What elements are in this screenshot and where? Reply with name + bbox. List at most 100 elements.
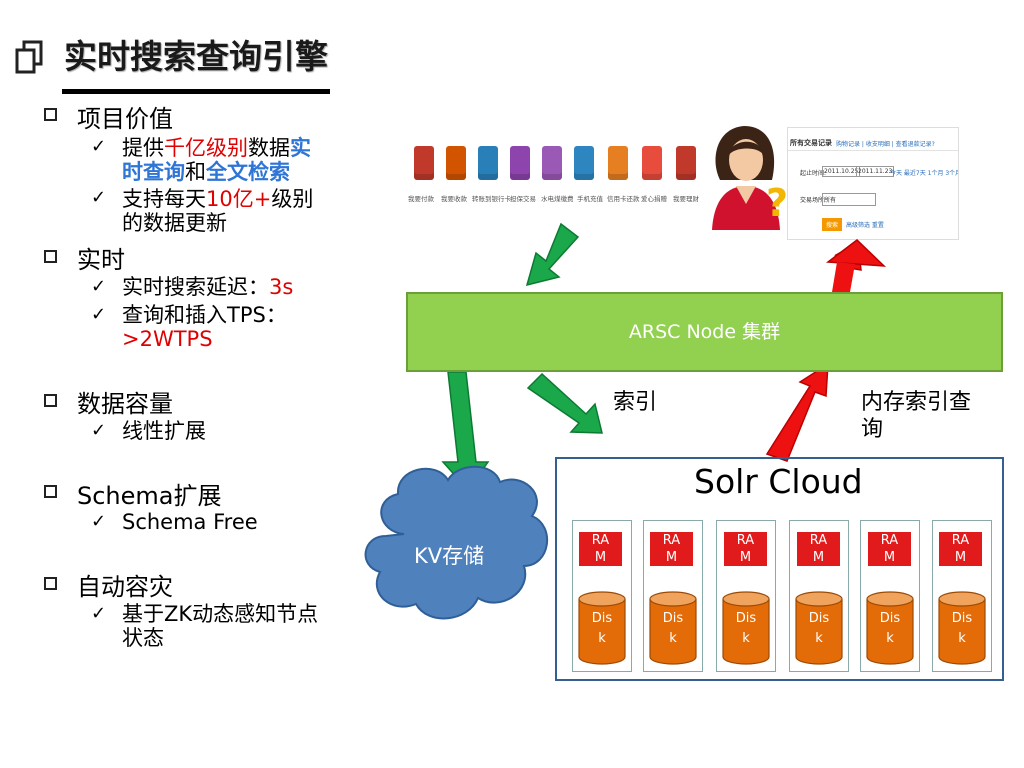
disk-icon — [938, 591, 986, 665]
bullet-value-sub2-line2: 的数据更新 — [122, 211, 227, 235]
disk-cylinder: Dis k — [938, 591, 986, 665]
check-icon: ✓ — [91, 511, 107, 532]
bullet-schema-sub1: Schema Free — [122, 510, 258, 534]
receive-icon — [446, 146, 466, 180]
disk-icon — [795, 591, 843, 665]
service-label: 担保交易 — [510, 195, 536, 203]
result-up-arrow-head — [825, 239, 887, 267]
date-from-field[interactable]: 2011.10.25 — [822, 166, 861, 177]
service-icons-row: 我要付款 我要收款 转账到银行卡 担保交易 水电煤缴费 手机充值 信用卡还款 爱… — [408, 146, 704, 210]
solr-node-unit — [932, 520, 992, 672]
ram-label: RA — [591, 533, 610, 548]
ram-block: RA M — [938, 531, 983, 567]
ram-label: M — [665, 550, 678, 565]
arsc-node-cluster: ARSC Node 集群 — [406, 292, 1003, 372]
memory-query-arrow — [765, 362, 829, 462]
solr-node-unit — [716, 520, 776, 672]
disk-label: Dis k — [938, 609, 986, 649]
transaction-query-screenshot: 所有交易记录 购物记录 | 收支明细 | 查看退款记录? 起止时间: 2011.… — [787, 127, 959, 240]
search-button[interactable]: 搜索 — [822, 218, 843, 231]
ram-label: M — [883, 550, 896, 565]
bullet-capacity-sub1: 线性扩展 — [122, 419, 206, 443]
disk-label-line: k — [598, 631, 606, 646]
bullet-failover: 自动容灾 — [77, 573, 173, 601]
solr-node-unit — [572, 520, 632, 672]
type-label: 交易场所: — [800, 197, 827, 204]
kv-storage-label: KV存储 — [414, 544, 485, 568]
memory-query-label-line1: 内存索引查 — [861, 390, 972, 415]
service-label: 我要理财 — [673, 195, 699, 203]
disk-label: Dis k — [578, 609, 626, 649]
disk-cylinder: Dis k — [722, 591, 770, 665]
ram-label: RA — [809, 533, 828, 548]
ram-label: RA — [951, 533, 970, 548]
service-label: 爱心捐赠 — [641, 195, 667, 203]
index-label: 索引 — [613, 390, 658, 415]
disk-label: Dis k — [722, 609, 770, 649]
disk-cylinder: Dis k — [578, 591, 626, 665]
index-arrow — [526, 372, 603, 434]
page-title: 实时搜索查询引擎 — [64, 37, 328, 76]
credit-card-icon — [608, 146, 628, 180]
disk-label-line: k — [886, 631, 894, 646]
disk-label-line: Dis — [808, 611, 830, 626]
service-label: 手机充值 — [577, 195, 603, 203]
square-bullet-icon — [44, 250, 57, 263]
disk-label-line: Dis — [591, 611, 613, 626]
bullet-failover-sub1-line1: 基于ZK动态感知节点 — [122, 602, 319, 626]
disk-label-line: Dis — [879, 611, 901, 626]
solr-node-unit — [789, 520, 849, 672]
square-bullet-icon — [44, 485, 57, 498]
title-underline — [62, 89, 330, 94]
bullet-value-sub1-line1: 提供千亿级别数据实 — [122, 136, 311, 160]
check-icon: ✓ — [91, 187, 107, 208]
service-label: 转账到银行卡 — [472, 195, 511, 203]
disk-icon — [722, 591, 770, 665]
square-bullet-icon — [44, 394, 57, 407]
solr-cloud-box — [555, 457, 1004, 681]
disk-label-line: Dis — [951, 611, 973, 626]
screenshot-divider — [788, 150, 958, 151]
bullet-realtime-sub2-line1: 查询和插入TPS： — [122, 303, 287, 327]
ram-label: M — [954, 550, 967, 565]
date-to-field[interactable]: 2011.11.23 — [856, 166, 895, 177]
disk-label-line: k — [742, 631, 750, 646]
result-up-arrow-shaft — [832, 262, 855, 292]
check-icon: ✓ — [91, 136, 107, 157]
screenshot-links: 购物记录 | 收支明细 | 查看退款记录? — [836, 141, 935, 148]
query-down-arrow — [525, 222, 580, 287]
service-label: 我要收款 — [441, 195, 467, 203]
ram-label: M — [812, 550, 825, 565]
solr-cloud-title: Solr Cloud — [694, 462, 863, 501]
kv-write-arrow — [441, 371, 490, 492]
copy-icon — [15, 40, 43, 74]
service-label: 水电煤缴费 — [541, 195, 574, 203]
service-label: 我要付款 — [408, 195, 434, 203]
phone-topup-icon — [574, 146, 594, 180]
ram-label: RA — [880, 533, 899, 548]
bullet-failover-sub1-line2: 状态 — [122, 626, 164, 650]
escrow-icon — [510, 146, 530, 180]
disk-icon — [578, 591, 626, 665]
bullet-capacity: 数据容量 — [77, 390, 173, 418]
solr-node-unit — [860, 520, 920, 672]
advanced-filter-link[interactable]: 高级筛选 重置 — [846, 222, 884, 229]
type-select[interactable]: 所有 — [822, 193, 876, 206]
disk-label-line: Dis — [735, 611, 757, 626]
donation-icon — [642, 146, 662, 180]
quick-range-links[interactable]: 今天 最近7天 1个月 3个月 — [890, 170, 959, 177]
check-icon: ✓ — [91, 603, 107, 624]
bullet-realtime: 实时 — [77, 246, 125, 274]
screenshot-heading: 所有交易记录 — [790, 139, 832, 147]
result-up-arrow — [831, 241, 862, 293]
disk-cylinder: Dis k — [866, 591, 914, 665]
check-icon: ✓ — [91, 304, 107, 325]
pay-icon — [414, 146, 434, 180]
disk-label-line: k — [958, 631, 966, 646]
user-avatar-icon: ? — [712, 126, 786, 230]
disk-icon — [649, 591, 697, 665]
